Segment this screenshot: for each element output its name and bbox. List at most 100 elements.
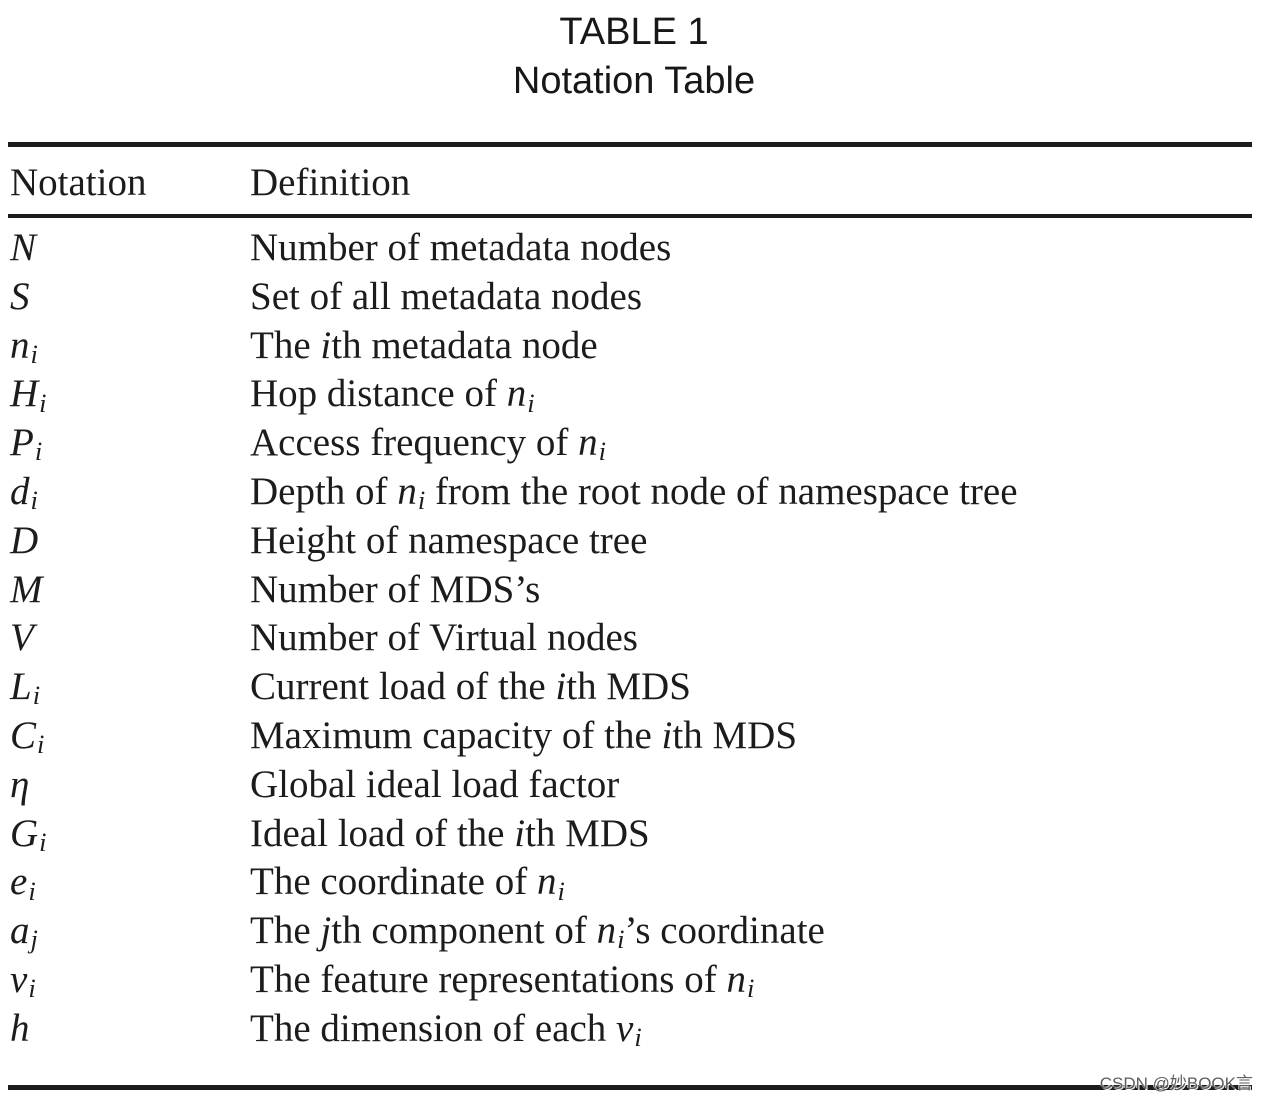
notation-cell: D xyxy=(0,517,250,566)
math-run: i xyxy=(30,338,38,369)
math-run: i xyxy=(39,826,47,857)
text-run: Ideal load of the xyxy=(250,811,515,855)
notation-cell: η xyxy=(0,761,250,810)
math-run: n xyxy=(726,957,746,1001)
definition-cell: Number of Virtual nodes xyxy=(250,614,1268,663)
text-run: Current load of the xyxy=(250,665,556,709)
table-row: S Set of all metadata nodes xyxy=(0,273,1268,322)
table-row: η Global ideal load factor xyxy=(0,761,1268,810)
math-run: h xyxy=(10,1006,30,1050)
math-run: i xyxy=(32,680,41,711)
math-run: M xyxy=(10,567,43,611)
top-rule xyxy=(8,142,1252,147)
definition-cell: Height of namespace tree xyxy=(250,517,1268,566)
text-run: Hop distance of xyxy=(250,372,507,416)
definition-cell: The jth component of ni’s coordinate xyxy=(250,907,1268,956)
math-run: i xyxy=(37,729,45,760)
text-run: Number of Virtual nodes xyxy=(250,616,638,660)
text-run: th MDS xyxy=(525,811,650,855)
math-run: i xyxy=(634,1022,642,1053)
text-run: th MDS xyxy=(672,713,798,757)
table-header-row: Notation Definition xyxy=(0,158,1268,208)
notation-cell: V xyxy=(0,614,250,663)
math-run: i xyxy=(557,875,565,906)
text-run: th component of xyxy=(331,909,597,953)
math-run: V xyxy=(10,616,34,660)
math-run: i xyxy=(598,436,606,467)
math-run: j xyxy=(30,924,38,955)
text-run: The feature representations of xyxy=(250,957,727,1001)
header-notation: Notation xyxy=(10,161,147,204)
math-run: P xyxy=(10,421,34,465)
definition-cell: Maximum capacity of the ith MDS xyxy=(250,712,1268,761)
text-run: th MDS xyxy=(566,665,691,709)
text-run: The xyxy=(250,323,321,367)
math-run: S xyxy=(10,274,30,318)
definition-cell: The ith metadata node xyxy=(250,322,1268,371)
text-run: The dimension of each xyxy=(250,1006,617,1050)
notation-cell: aj xyxy=(0,907,250,956)
math-run: i xyxy=(514,811,526,855)
math-run: i xyxy=(28,875,36,906)
notation-cell: M xyxy=(0,566,250,615)
math-run: H xyxy=(10,372,39,416)
text-run: Access frequency of xyxy=(250,421,579,465)
math-run: η xyxy=(10,762,30,806)
table-row: h The dimension of each vi xyxy=(0,1005,1268,1054)
math-run: n xyxy=(596,909,617,953)
notation-cell: N xyxy=(0,224,250,273)
text-run: Number of metadata nodes xyxy=(250,226,672,269)
notation-cell: di xyxy=(0,468,250,517)
math-run: D xyxy=(10,518,39,562)
math-run: n xyxy=(506,372,527,416)
definition-cell: Current load of the ith MDS xyxy=(250,663,1268,712)
definition-cell: Global ideal load factor xyxy=(250,761,1268,810)
notation-cell: ni xyxy=(0,322,250,371)
math-run: n xyxy=(536,860,557,904)
math-run: v xyxy=(616,1006,634,1050)
math-run: i xyxy=(746,973,755,1004)
math-run: i xyxy=(417,485,426,516)
math-run: i xyxy=(30,485,38,516)
math-run: e xyxy=(10,860,28,904)
text-run: Global ideal load factor xyxy=(250,762,620,806)
math-run: n xyxy=(578,421,598,465)
text-run: Depth of xyxy=(250,469,398,513)
math-run: i xyxy=(527,387,535,418)
watermark: CSDN @妙BOOK言 xyxy=(1099,1074,1253,1093)
header-definition: Definition xyxy=(250,161,411,204)
text-run: Set of all metadata nodes xyxy=(250,274,643,318)
definition-cell: Ideal load of the ith MDS xyxy=(250,810,1268,859)
table-caption: TABLE 1 Notation Table xyxy=(0,8,1268,106)
table-row: M Number of MDS’s xyxy=(0,566,1268,615)
math-run: L xyxy=(10,665,32,709)
notation-cell: Hi xyxy=(0,370,250,419)
bottom-rule xyxy=(8,1085,1252,1090)
text-run: ’s coordinate xyxy=(624,909,825,953)
definition-cell: Set of all metadata nodes xyxy=(250,273,1268,322)
math-run: i xyxy=(28,973,36,1004)
math-run: j xyxy=(320,909,332,953)
definition-cell: Number of MDS’s xyxy=(250,566,1268,615)
math-run: i xyxy=(320,323,332,367)
table-row: D Height of namespace tree xyxy=(0,517,1268,566)
definition-cell: Access frequency of ni xyxy=(250,419,1268,468)
notation-cell: Ci xyxy=(0,712,250,761)
math-run: i xyxy=(617,924,625,955)
definition-cell: Number of metadata nodes xyxy=(250,224,1268,273)
definition-cell: Depth of ni from the root node of namesp… xyxy=(250,468,1268,517)
math-run: i xyxy=(39,387,47,418)
notation-cell: Pi xyxy=(0,419,250,468)
math-run: i xyxy=(555,665,567,709)
math-run: C xyxy=(10,713,37,757)
